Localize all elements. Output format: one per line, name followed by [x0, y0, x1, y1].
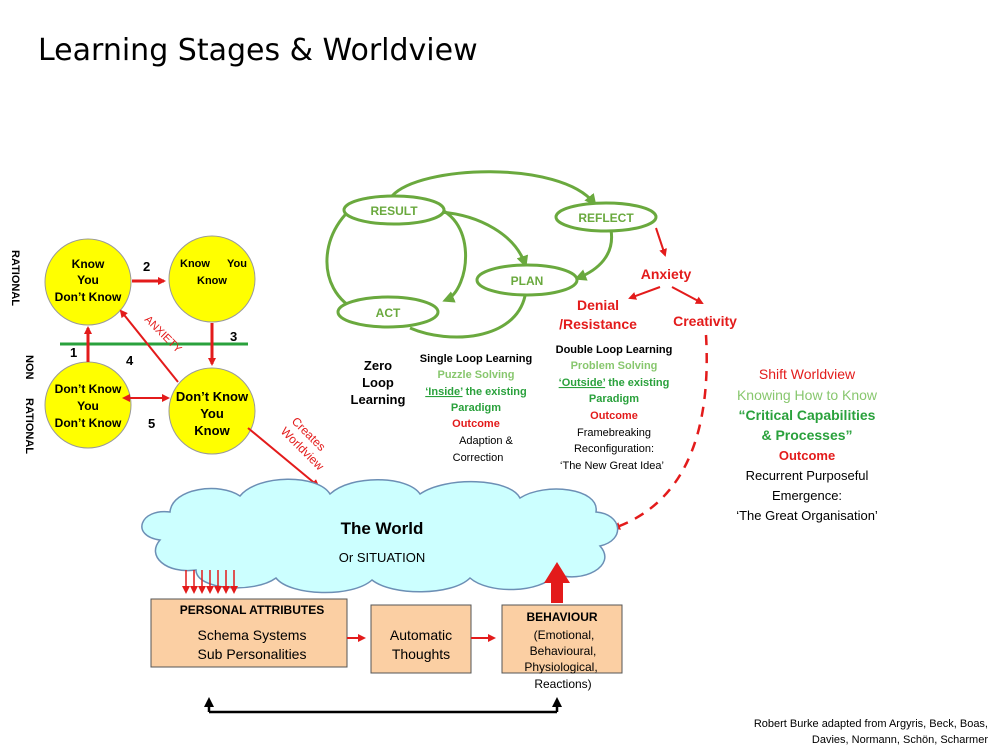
svg-text:Reconfiguration:: Reconfiguration:	[574, 443, 654, 455]
loop-node-result: RESULT	[342, 194, 446, 226]
svg-text:Adaption &: Adaption &	[459, 435, 513, 447]
svg-text:Automatic: Automatic	[390, 627, 452, 643]
svg-text:Reactions): Reactions)	[534, 677, 591, 691]
anxiety-creativity-arrow	[671, 286, 704, 304]
svg-text:Paradigm: Paradigm	[589, 393, 639, 405]
non-label: NON	[23, 355, 35, 380]
world-to-attributes-arrows	[182, 570, 238, 594]
svg-text:Learning: Learning	[351, 392, 406, 407]
stage-number-3: 3	[230, 329, 237, 344]
automatic-thoughts-box: Automatic Thoughts	[370, 604, 472, 674]
svg-text:Paradigm: Paradigm	[451, 402, 501, 414]
svg-text:BEHAVIOUR: BEHAVIOUR	[526, 610, 597, 624]
stage-know-you-know: Know You Know	[168, 235, 256, 323]
svg-text:Behavioural,: Behavioural,	[530, 644, 597, 658]
svg-text:Don’t Know: Don’t Know	[55, 416, 122, 430]
resistance-label: /Resistance	[559, 316, 637, 332]
loop-node-reflect: REFLECT	[554, 201, 658, 233]
svg-text:Problem Solving: Problem Solving	[571, 360, 658, 372]
svg-text:PERSONAL ATTRIBUTES: PERSONAL ATTRIBUTES	[180, 603, 324, 617]
svg-text:& Processes”: & Processes”	[761, 427, 852, 443]
shift-dashed-arrow	[612, 334, 708, 530]
stage-number-1: 1	[70, 345, 77, 360]
loop-node-plan: PLAN	[475, 263, 579, 297]
svg-text:Outcome: Outcome	[452, 418, 500, 430]
svg-text:REFLECT: REFLECT	[578, 211, 634, 225]
arrow-4	[119, 309, 179, 383]
reflect-anxiety-arrow	[655, 227, 667, 257]
svg-text:You: You	[77, 273, 99, 287]
svg-text:‘The Great Organisation’: ‘The Great Organisation’	[736, 508, 878, 523]
svg-text:Don’t Know: Don’t Know	[55, 290, 122, 304]
svg-text:You: You	[227, 258, 247, 270]
svg-text:‘Outside’ the existing: ‘Outside’ the existing	[559, 377, 670, 389]
creates-worldview-arrow	[247, 427, 320, 488]
svg-text:Loop: Loop	[362, 375, 394, 390]
svg-text:Schema Systems: Schema Systems	[198, 627, 307, 643]
denial-label: Denial	[577, 297, 619, 313]
svg-text:(Emotional,: (Emotional,	[534, 628, 595, 642]
svg-text:Single Loop Learning: Single Loop Learning	[420, 353, 532, 365]
svg-text:Don’t Know: Don’t Know	[176, 389, 249, 404]
svg-text:Recurrent Purposeful: Recurrent Purposeful	[746, 468, 869, 483]
non-rational-label: RATIONAL	[23, 398, 35, 454]
page-title: Learning Stages & Worldview	[38, 33, 478, 68]
double-loop-text: Double Loop Learning Problem Solving ‘Ou…	[556, 344, 673, 472]
anxiety-denial-arrow	[628, 286, 661, 300]
svg-text:‘Inside’ the existing: ‘Inside’ the existing	[425, 386, 526, 398]
svg-text:Correction: Correction	[453, 452, 504, 464]
zero-loop-text: Zero Loop Learning	[351, 358, 406, 407]
svg-text:ACT: ACT	[376, 306, 401, 320]
svg-text:‘The New Great Idea’: ‘The New Great Idea’	[560, 460, 664, 472]
svg-text:You: You	[77, 399, 99, 413]
stage-number-2: 2	[143, 259, 150, 274]
svg-text:Know: Know	[197, 275, 227, 287]
svg-text:RESULT: RESULT	[370, 204, 418, 218]
svg-text:Sub Personalities: Sub Personalities	[198, 646, 307, 662]
shift-worldview-text: Shift Worldview Knowing How to Know “Cri…	[736, 366, 878, 523]
world-cloud: The World Or SITUATION	[141, 478, 619, 594]
credit-line-2: Davies, Normann, Schön, Scharmer	[812, 734, 988, 746]
svg-text:Double Loop Learning: Double Loop Learning	[556, 344, 673, 356]
svg-text:Emergence:: Emergence:	[772, 488, 842, 503]
svg-text:Know: Know	[72, 257, 105, 271]
svg-text:Puzzle Solving: Puzzle Solving	[437, 369, 514, 381]
stage-dont-know-you-know: Don’t Know You Know	[168, 367, 256, 455]
svg-text:Outcome: Outcome	[590, 410, 638, 422]
stage-number-4: 4	[126, 353, 134, 368]
credit-line-1: Robert Burke adapted from Argyris, Beck,…	[754, 718, 988, 730]
svg-text:Know: Know	[180, 258, 210, 270]
anxiety-diagonal-label: ANXIETY	[142, 314, 184, 356]
behaviour-box: BEHAVIOUR (Emotional, Behavioural, Physi…	[501, 604, 623, 691]
svg-text:You: You	[200, 406, 224, 421]
svg-text:Thoughts: Thoughts	[392, 646, 450, 662]
behaviour-to-world-arrow	[544, 562, 570, 603]
reflect-anxiety-label: Anxiety	[641, 266, 692, 282]
svg-text:PLAN: PLAN	[511, 274, 544, 288]
stage-number-5: 5	[148, 416, 155, 431]
svg-text:Zero: Zero	[364, 358, 392, 373]
rational-label: RATIONAL	[9, 250, 21, 306]
stage-know-dont-know: Know You Don’t Know	[44, 238, 132, 326]
svg-text:“Critical Capabilities: “Critical Capabilities	[739, 407, 876, 423]
svg-text:Knowing How to Know: Knowing How to Know	[737, 387, 878, 403]
loop-node-act: ACT	[336, 295, 440, 329]
svg-text:Don’t Know: Don’t Know	[55, 382, 122, 396]
world-subtitle: Or SITUATION	[339, 550, 425, 565]
svg-text:Framebreaking: Framebreaking	[577, 427, 651, 439]
svg-text:Know: Know	[194, 423, 230, 438]
single-loop-text: Single Loop Learning Puzzle Solving ‘Ins…	[420, 353, 532, 464]
svg-text:Outcome: Outcome	[779, 448, 835, 463]
personal-attributes-box: PERSONAL ATTRIBUTES Schema Systems Sub P…	[150, 598, 348, 668]
svg-text:Physiological,: Physiological,	[524, 660, 597, 674]
world-title: The World	[341, 519, 424, 538]
svg-text:Shift Worldview: Shift Worldview	[759, 366, 856, 382]
stage-dont-know-dont-know: Don’t Know You Don’t Know	[44, 361, 132, 449]
feedback-bracket	[204, 697, 562, 714]
creativity-label: Creativity	[673, 313, 737, 329]
